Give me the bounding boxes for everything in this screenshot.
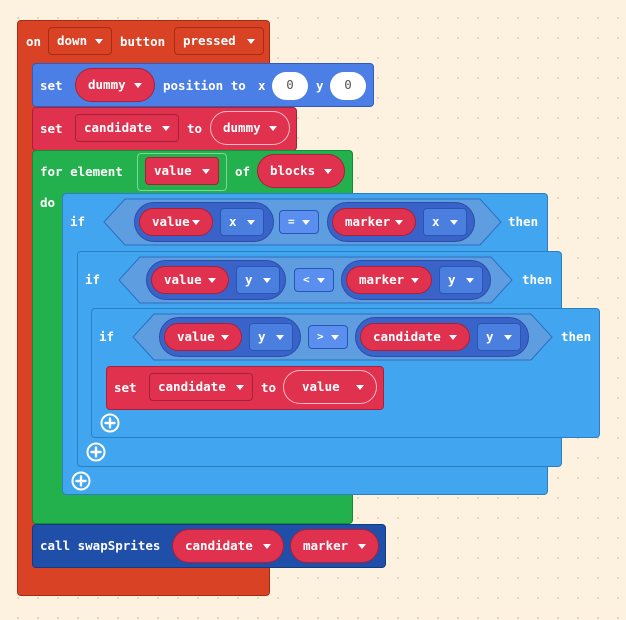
property-dropdown[interactable]: y	[439, 266, 483, 294]
plus-circle-icon[interactable]	[86, 442, 106, 462]
property-dropdown[interactable]: y	[477, 323, 521, 351]
caret-down-icon	[134, 83, 142, 88]
plus-circle-icon[interactable]	[100, 413, 120, 433]
loop-variable-dropdown[interactable]: value	[145, 157, 219, 185]
to-label: to	[261, 380, 277, 395]
caret-down-icon	[466, 278, 474, 283]
caret-down-icon	[263, 278, 271, 283]
x-label: x	[258, 78, 266, 93]
plus-circle-icon[interactable]	[71, 471, 91, 491]
if-label: if	[70, 214, 86, 229]
dummy-value-pill[interactable]: dummy	[210, 111, 290, 145]
caret-down-icon	[247, 220, 255, 225]
set-label: set	[40, 78, 63, 93]
marker-variable-dropdown[interactable]: marker	[346, 266, 432, 294]
loop-variable-socket	[137, 153, 227, 191]
sprite-variable-dropdown[interactable]: dummy	[75, 68, 155, 102]
property-dropdown[interactable]: y	[236, 266, 280, 294]
caret-down-icon	[208, 278, 216, 283]
caret-down-icon	[358, 544, 366, 549]
value-variable-dropdown[interactable]: value	[139, 208, 213, 236]
on-label: on	[26, 34, 42, 49]
caret-down-icon	[162, 126, 170, 131]
button-label: button	[120, 34, 166, 49]
property-dropdown[interactable]: y	[249, 323, 293, 351]
y-label: y	[316, 78, 324, 93]
operator-dropdown[interactable]: =	[279, 210, 319, 234]
caret-down-icon	[269, 126, 277, 131]
blocks-list-pill[interactable]: blocks	[257, 154, 345, 188]
caret-down-icon	[449, 335, 457, 340]
caret-down-icon	[236, 385, 244, 390]
button-dropdown[interactable]: down	[48, 27, 112, 55]
if-label: if	[85, 272, 101, 287]
caret-down-icon	[202, 169, 210, 174]
position-to-label: position to	[163, 78, 246, 93]
candidate-variable-dropdown[interactable]: candidate	[75, 114, 179, 142]
of-label: of	[235, 164, 251, 179]
caret-down-icon	[411, 278, 419, 283]
value-variable-dropdown[interactable]: value	[151, 266, 229, 294]
do-label: do	[40, 195, 56, 210]
operator-dropdown[interactable]: >	[308, 325, 348, 349]
y-input[interactable]: 0	[330, 72, 366, 100]
marker-argument-pill[interactable]: marker	[290, 529, 379, 563]
to-label: to	[187, 121, 203, 136]
caret-down-icon	[356, 385, 364, 390]
caret-down-icon	[504, 335, 512, 340]
then-label: then	[522, 272, 553, 287]
value-pill[interactable]: value	[283, 370, 377, 404]
caret-down-icon	[95, 39, 103, 44]
state-dropdown[interactable]: pressed	[174, 27, 264, 55]
caret-down-icon	[395, 220, 403, 225]
caret-down-icon	[276, 335, 284, 340]
if-label: if	[99, 329, 115, 344]
property-dropdown[interactable]: x	[220, 208, 264, 236]
operator-dropdown[interactable]: <	[294, 268, 334, 292]
set-label: set	[40, 121, 63, 136]
caret-down-icon	[247, 39, 255, 44]
candidate-variable-dropdown[interactable]: candidate	[149, 373, 253, 401]
caret-down-icon	[263, 544, 271, 549]
value-variable-dropdown[interactable]: value	[164, 323, 242, 351]
candidate-argument-pill[interactable]: candidate	[172, 529, 284, 563]
candidate-variable-dropdown[interactable]: candidate	[360, 323, 470, 351]
for-element-label: for element	[40, 164, 123, 179]
caret-down-icon	[324, 169, 332, 174]
set-label: set	[114, 380, 137, 395]
x-input[interactable]: 0	[272, 72, 308, 100]
then-label: then	[561, 329, 592, 344]
property-dropdown[interactable]: x	[423, 208, 467, 236]
marker-variable-dropdown[interactable]: marker	[332, 208, 416, 236]
caret-down-icon	[221, 335, 229, 340]
caret-down-icon	[331, 335, 339, 340]
then-label: then	[508, 214, 539, 229]
caret-down-icon	[302, 220, 310, 225]
call-label: call swapSprites	[40, 538, 161, 553]
caret-down-icon	[192, 220, 200, 225]
caret-down-icon	[450, 220, 458, 225]
caret-down-icon	[317, 278, 325, 283]
